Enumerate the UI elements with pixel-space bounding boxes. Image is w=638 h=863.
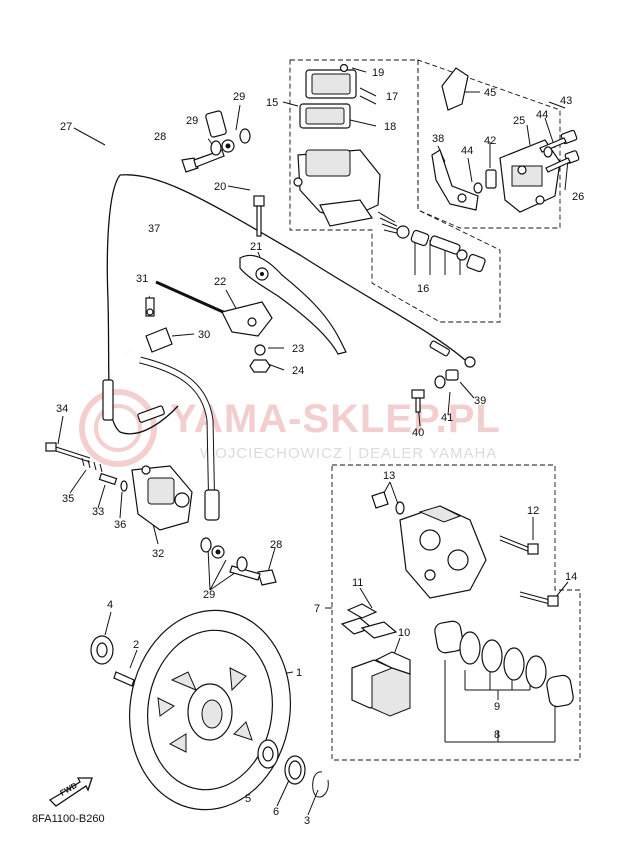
watermark-brand: YAMA-SKLEP.PL	[170, 397, 501, 441]
callout-39: 39	[474, 395, 486, 407]
callout-30: 30	[198, 329, 210, 341]
brake-switch	[145, 297, 173, 353]
callout-23: 23	[292, 343, 304, 355]
callout-3: 3	[304, 815, 310, 827]
callout-13: 13	[383, 470, 395, 482]
caliper-bolt-14	[519, 591, 559, 607]
callout-37: 37	[148, 223, 160, 235]
callout-20: 20	[214, 181, 226, 193]
caliper-pistons	[434, 620, 574, 708]
callout-42: 42	[484, 135, 496, 147]
pad-springs	[340, 603, 398, 639]
callout-29-upper-left: 29	[186, 115, 198, 127]
callout-1: 1	[296, 667, 302, 679]
caliper-pin-bolt	[45, 442, 128, 492]
callout-29-lower: 29	[203, 589, 215, 601]
brake-lever	[239, 254, 347, 355]
callout-18: 18	[384, 121, 396, 133]
footrest-bracket	[499, 139, 561, 213]
collar-5	[257, 739, 279, 769]
callout-25: 25	[513, 115, 525, 127]
callout-28-top: 28	[154, 131, 166, 143]
callout-10: 10	[398, 627, 410, 639]
group-outlines	[289, 59, 581, 761]
brake-hose	[100, 75, 235, 559]
callout-38: 38	[432, 133, 444, 145]
brake-pedal	[431, 149, 479, 211]
callout-7: 7	[314, 603, 320, 615]
callout-8: 8	[494, 729, 500, 741]
washers-29	[200, 128, 251, 572]
throttle-cable	[102, 174, 476, 435]
union-bolt-bottom	[229, 565, 277, 586]
callout-6: 6	[273, 806, 279, 818]
callout-29-upper-right: 29	[233, 91, 245, 103]
callout-22: 22	[214, 276, 226, 288]
caliper-bolt-12	[499, 535, 539, 555]
brake-pads	[351, 651, 411, 717]
callout-numbers: 1 2 3 4 5 6 7 8 9 10 11 12 13 14 15 16 1…	[56, 67, 584, 827]
front-caliper	[399, 505, 487, 599]
lever-holder	[155, 280, 273, 373]
fwd-arrow-icon: FWD	[48, 777, 93, 807]
pedal-cover	[441, 67, 469, 111]
callout-17: 17	[386, 91, 398, 103]
callout-40: 40	[412, 427, 424, 439]
callout-16: 16	[417, 283, 429, 295]
callout-43: 43	[560, 95, 572, 107]
callout-44-right: 44	[536, 109, 548, 121]
callout-21: 21	[250, 241, 262, 253]
rear-caliper	[131, 465, 193, 531]
washer-6	[284, 755, 306, 785]
spacer-4	[90, 635, 114, 665]
watermark-tagline: WOJCIECHOWICZ | DEALER YAMAHA	[200, 445, 497, 462]
callout-26: 26	[572, 191, 584, 203]
watermark: YAMA-SKLEP.PL WOJCIECHOWICZ | DEALER YAM…	[79, 389, 501, 467]
watermark-logo-icon	[79, 389, 157, 467]
callout-14: 14	[565, 571, 577, 583]
callout-33: 33	[92, 506, 104, 518]
callout-24: 24	[292, 365, 304, 377]
callout-2: 2	[133, 639, 139, 651]
master-cylinder	[293, 63, 381, 227]
callout-32: 32	[152, 548, 164, 560]
bolt-20	[253, 195, 265, 237]
callout-28-bottom: 28	[270, 539, 282, 551]
callout-27: 27	[60, 121, 72, 133]
circlip-3	[312, 771, 329, 798]
callout-5: 5	[245, 793, 251, 805]
diagram-code: 8FA1100-B260	[32, 813, 105, 825]
callout-35: 35	[62, 493, 74, 505]
callout-11: 11	[352, 577, 363, 589]
bleeder-screw	[371, 491, 405, 515]
callout-44-left: 44	[461, 145, 473, 157]
pivot-bolts	[473, 129, 580, 194]
callout-45: 45	[484, 87, 496, 99]
callout-34: 34	[56, 403, 68, 415]
brake-disc	[128, 609, 292, 811]
callout-9: 9	[494, 701, 500, 713]
piston-kit	[377, 211, 486, 273]
bolts-39-41	[411, 369, 459, 413]
key-2	[113, 671, 135, 687]
callout-15: 15	[266, 97, 278, 109]
callout-36: 36	[114, 519, 126, 531]
callout-19: 19	[372, 67, 384, 79]
callout-41: 41	[441, 412, 453, 424]
callout-31: 31	[136, 273, 148, 285]
callout-12: 12	[527, 505, 539, 517]
callout-4: 4	[107, 599, 113, 611]
